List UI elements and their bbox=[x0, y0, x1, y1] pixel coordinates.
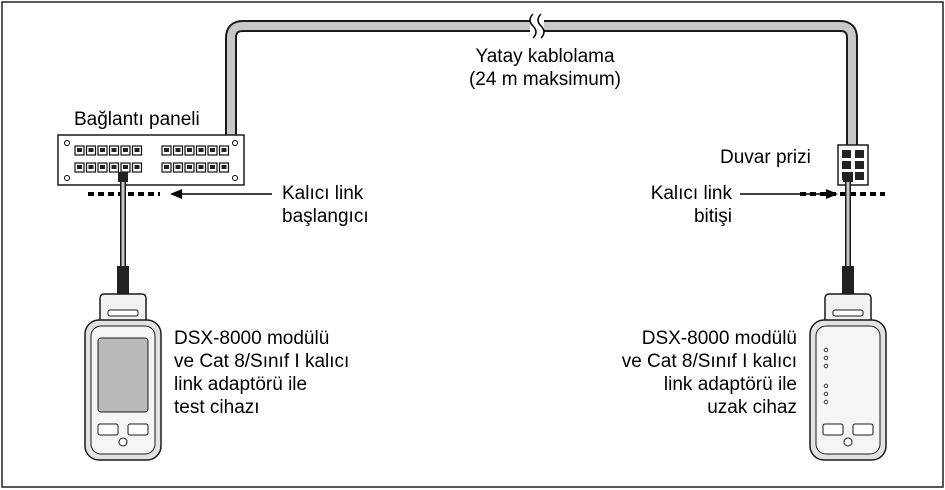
main-tester-device bbox=[84, 293, 162, 461]
patch-panel-port-jack bbox=[198, 165, 204, 169]
main-unit-line1: DSX-8000 modülü bbox=[174, 328, 330, 349]
main-unit-line2: ve Cat 8/Sınıf I kalıcı bbox=[174, 351, 350, 372]
horizontal-cabling-label-line2: (24 m maksimum) bbox=[468, 69, 621, 90]
patch-panel-port-jack bbox=[175, 148, 181, 152]
patch-panel-port-jack bbox=[164, 148, 169, 152]
remote-unit-line4: uzak cihaz bbox=[707, 397, 797, 418]
patch-panel-port-jack bbox=[210, 148, 215, 152]
patch-panel bbox=[57, 134, 245, 186]
patch-panel-port-jack bbox=[164, 165, 169, 169]
patch-panel-label: Bağlantı paneli bbox=[74, 109, 200, 130]
patch-panel-port-jack bbox=[134, 148, 140, 152]
patch-panel-port-jack bbox=[175, 165, 181, 169]
permanent-link-start-line2: başlangıcı bbox=[282, 206, 369, 227]
patch-panel-ports bbox=[74, 145, 230, 173]
main-unit-label: DSX-8000 modülü ve Cat 8/Sınıf I kalıcı … bbox=[174, 327, 349, 419]
patch-panel-port-jack bbox=[123, 148, 128, 152]
patch-panel-port-jack bbox=[123, 165, 128, 169]
remote-unit-label: DSX-8000 modülü ve Cat 8/Sınıf I kalıcı … bbox=[560, 327, 797, 419]
horizontal-cabling-label: Yatay kablolama (24 m maksimum) bbox=[430, 45, 660, 91]
remote-tester-leds bbox=[823, 347, 829, 405]
patch-panel-port-jack bbox=[77, 148, 82, 152]
patch-panel-port-jack bbox=[100, 148, 105, 152]
main-unit-line4: test cihazı bbox=[174, 397, 260, 418]
patch-panel-port-jack bbox=[111, 165, 117, 169]
link-end-arrow bbox=[740, 189, 838, 199]
remote-unit-line2: ve Cat 8/Sınıf I kalıcı bbox=[621, 351, 797, 372]
patch-panel-port-jack bbox=[210, 165, 215, 169]
wall-outlet-label: Duvar prizi bbox=[720, 147, 811, 168]
patch-panel-port-jack bbox=[77, 165, 82, 169]
remote-unit-line1: DSX-8000 modülü bbox=[641, 328, 797, 349]
main-unit-cord bbox=[117, 172, 129, 296]
patch-panel-port-jack bbox=[88, 165, 94, 169]
permanent-link-start-label: Kalıcı link başlangıcı bbox=[282, 182, 369, 228]
patch-panel-port-jack bbox=[88, 148, 94, 152]
horizontal-cabling-label-line1: Yatay kablolama bbox=[475, 46, 615, 67]
cable-break-mark bbox=[529, 13, 545, 39]
permanent-link-end-label: Kalıcı link bitişi bbox=[590, 182, 732, 228]
remote-tester-device bbox=[809, 293, 887, 461]
patch-panel-port-jack bbox=[187, 148, 192, 152]
main-unit-line3: link adaptörü ile bbox=[174, 374, 308, 395]
patch-panel-port-jack bbox=[198, 148, 204, 152]
patch-panel-port-jack bbox=[221, 148, 227, 152]
permanent-link-end-line2: bitişi bbox=[693, 206, 732, 227]
remote-unit-line3: link adaptörü ile bbox=[663, 374, 797, 395]
patch-panel-port-jack bbox=[111, 148, 117, 152]
remote-unit-cord bbox=[842, 172, 854, 296]
patch-panel-port-jack bbox=[134, 165, 140, 169]
permanent-link-end-line1: Kalıcı link bbox=[650, 183, 732, 204]
patch-panel-port-jack bbox=[221, 165, 227, 169]
main-tester-screen bbox=[97, 337, 149, 413]
patch-panel-port-jack bbox=[187, 165, 192, 169]
permanent-link-start-line1: Kalıcı link bbox=[282, 183, 364, 204]
patch-panel-port-jack bbox=[100, 165, 105, 169]
link-start-arrow bbox=[170, 189, 272, 199]
